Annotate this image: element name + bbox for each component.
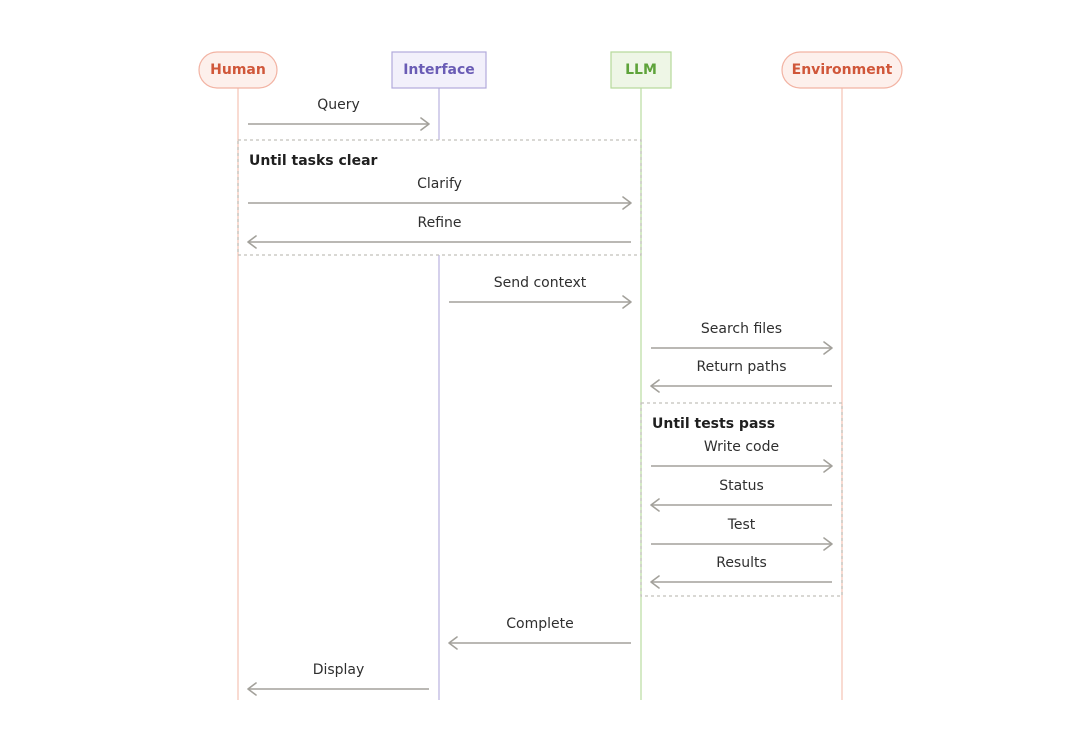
loop-label-until-tasks-clear: Until tasks clear [249,153,378,169]
message-results: Results [650,555,832,589]
actors: Human Interface LLM Environment [198,51,903,89]
actor-human-label: Human [210,62,266,78]
arrowhead-icon [823,341,833,355]
arrowhead-icon [823,459,833,473]
message-status: Status [650,478,832,512]
actor-environment-label: Environment [792,62,893,78]
loop-frame-until-tests-pass [640,402,843,597]
arrowhead-icon [622,196,632,210]
actor-llm-label: LLM [625,62,657,78]
arrowhead-icon [247,235,257,249]
arrowhead-icon [622,295,632,309]
actor-environment-box [781,51,903,89]
message-label: Complete [506,616,573,632]
arrowhead-icon [448,636,458,650]
message-test: Test [651,517,833,551]
arrowhead-icon [420,117,430,131]
actor-llm: LLM [610,51,672,89]
message-complete: Complete [448,616,631,650]
message-search-files: Search files [651,321,833,355]
message-query: Query [248,97,430,131]
loop-label-until-tests-pass: Until tests pass [652,416,775,432]
message-label: Query [317,97,360,113]
actor-interface-box [391,51,487,89]
message-label: Write code [704,439,779,455]
message-write-code: Write code [651,439,833,473]
message-label: Display [313,662,365,678]
message-clarify: Clarify [248,176,632,210]
lifelines [237,88,843,700]
arrowhead-icon [650,379,660,393]
message-label: Refine [417,215,461,231]
loop-frame-until-tasks-clear [237,139,642,256]
actor-interface-label: Interface [403,62,475,78]
message-refine: Refine [247,215,631,249]
message-display: Display [247,662,429,696]
message-label: Clarify [417,176,462,192]
actor-interface: Interface [391,51,487,89]
arrowhead-icon [650,498,660,512]
actor-llm-box [610,51,672,89]
arrowhead-icon [823,537,833,551]
message-send-context: Send context [449,275,632,309]
message-return-paths: Return paths [650,359,832,393]
actor-environment: Environment [781,51,903,89]
message-label: Send context [494,275,587,291]
arrowhead-icon [247,682,257,696]
message-label: Return paths [696,359,786,375]
arrowhead-icon [650,575,660,589]
actor-human-box [198,51,278,89]
message-label: Results [716,555,767,571]
actor-human: Human [198,51,278,89]
message-label: Status [719,478,764,494]
message-label: Search files [701,321,782,337]
message-label: Test [727,517,756,533]
